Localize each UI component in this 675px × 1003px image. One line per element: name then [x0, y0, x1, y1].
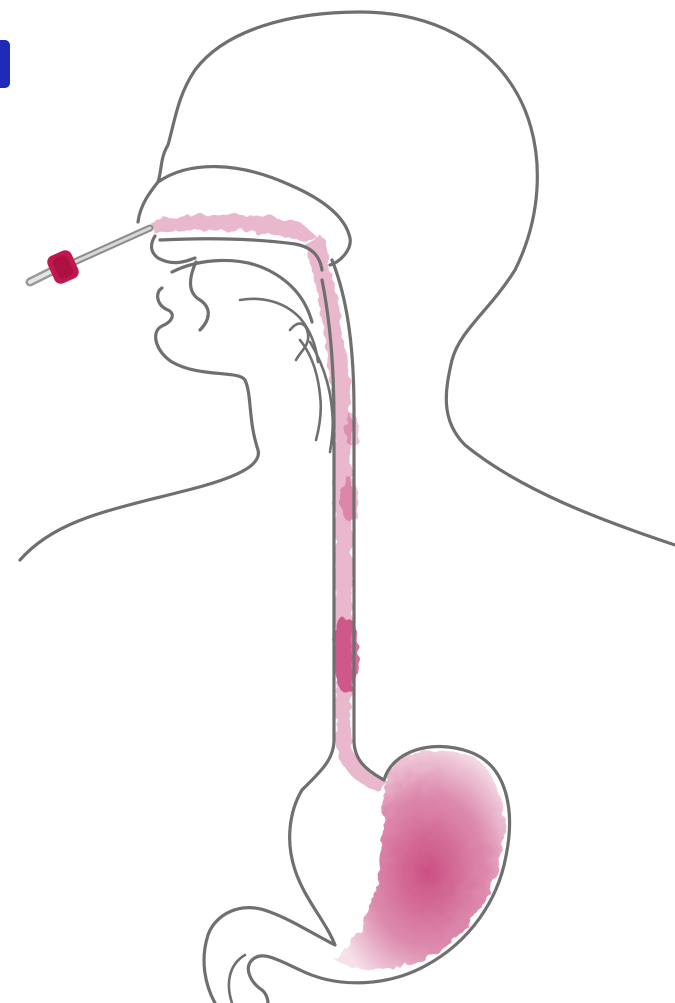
nasogastric-tube [30, 228, 150, 286]
esophagus-blotch [344, 414, 360, 446]
stomach-fill [335, 750, 504, 970]
nasal-passage-fill [150, 214, 318, 240]
duodenum-outline [229, 955, 245, 1003]
tongue-outline [191, 262, 209, 330]
lower-face-outline [20, 288, 258, 560]
stomach-inner-curve [204, 790, 335, 1003]
head-outline [138, 12, 675, 545]
esophagus-blotch [341, 478, 359, 522]
epiglottis-outline [290, 324, 308, 360]
tube-segment-highlight [70, 228, 150, 264]
